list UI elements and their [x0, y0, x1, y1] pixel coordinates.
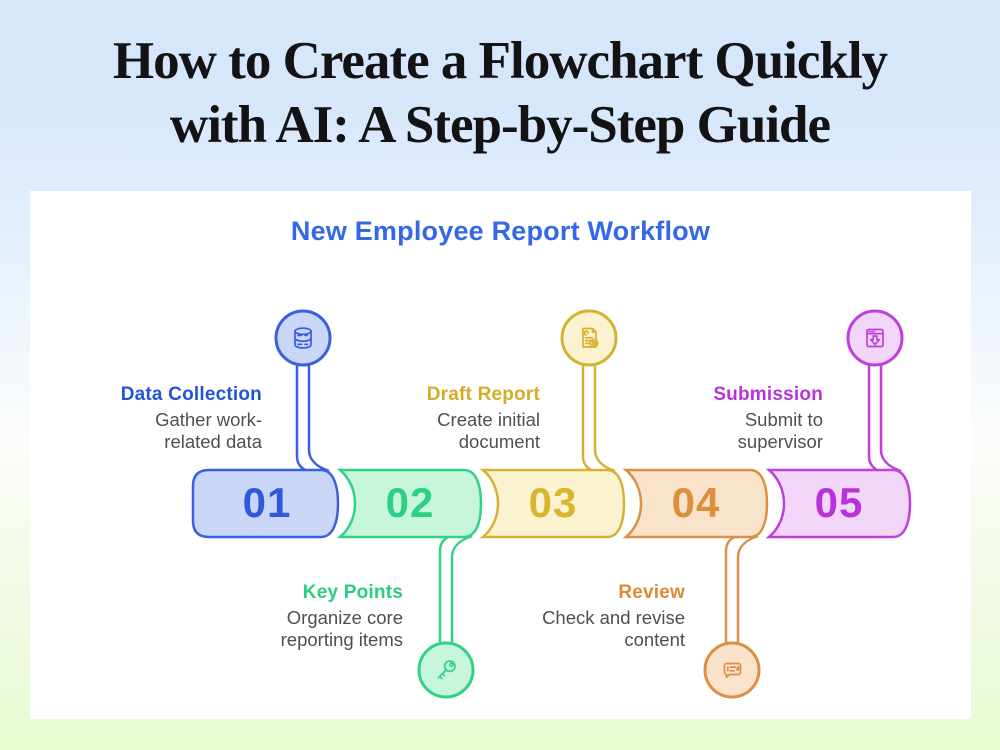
step-04-number: 04: [672, 479, 721, 526]
step-04-shape: [622, 468, 769, 539]
step-04-connector: [724, 534, 759, 648]
step-01-title: Data Collection: [120, 384, 262, 405]
receipt-icon: [582, 327, 599, 348]
step-05-title: Submission: [713, 384, 823, 405]
step-02-connector: [438, 534, 473, 648]
step-03-description: Create initial document: [437, 409, 540, 452]
step-04-group: 04: [622, 468, 769, 699]
step-02-number: 02: [386, 479, 435, 526]
step-05-number: 05: [815, 479, 864, 526]
step-02-label: Key Points Organize core reporting items: [163, 582, 403, 651]
step-01-connector: [295, 358, 330, 473]
step-01-shape: [191, 468, 340, 539]
page-title: How to Create a Flowchart Quickly with A…: [112, 32, 888, 154]
step-05-description: Submit to supervisor: [737, 409, 823, 452]
step-01-number: 01: [243, 479, 292, 526]
step-02-group: 02: [336, 468, 483, 699]
database-icon: [294, 327, 312, 349]
step-03-label: Draft Report Create initial document: [300, 384, 540, 453]
step-01-group: 01: [191, 309, 340, 539]
step-05-connector: [867, 358, 902, 473]
chat-revision-icon: [723, 662, 742, 679]
step-01-description: Gather work- related data: [155, 409, 262, 452]
step-01-icon-circle: [274, 309, 332, 367]
step-03-group: 03: [479, 309, 626, 539]
step-02-shape: [336, 468, 483, 539]
step-04-label: Review Check and revise content: [445, 582, 685, 651]
step-02-description: Organize core reporting items: [280, 607, 403, 650]
step-04-title: Review: [618, 582, 685, 603]
step-03-connector: [581, 358, 616, 473]
step-02-title: Key Points: [302, 582, 403, 603]
step-03-title: Draft Report: [426, 384, 540, 405]
step-05-icon-circle: [846, 309, 904, 367]
key-icon: [437, 660, 456, 680]
step-03-shape: [479, 468, 626, 539]
step-03-number: 03: [529, 479, 578, 526]
workflow-card: [30, 191, 971, 719]
step-05-group: 05: [765, 309, 912, 539]
step-01-label: Data Collection Gather work- related dat…: [22, 384, 262, 453]
step-04-description: Check and revise content: [542, 607, 685, 650]
browser-download-icon: [866, 328, 884, 348]
step-05-label: Submission Submit to supervisor: [583, 384, 823, 453]
step-05-shape: [765, 468, 912, 539]
workflow-title: New Employee Report Workflow: [290, 216, 711, 246]
